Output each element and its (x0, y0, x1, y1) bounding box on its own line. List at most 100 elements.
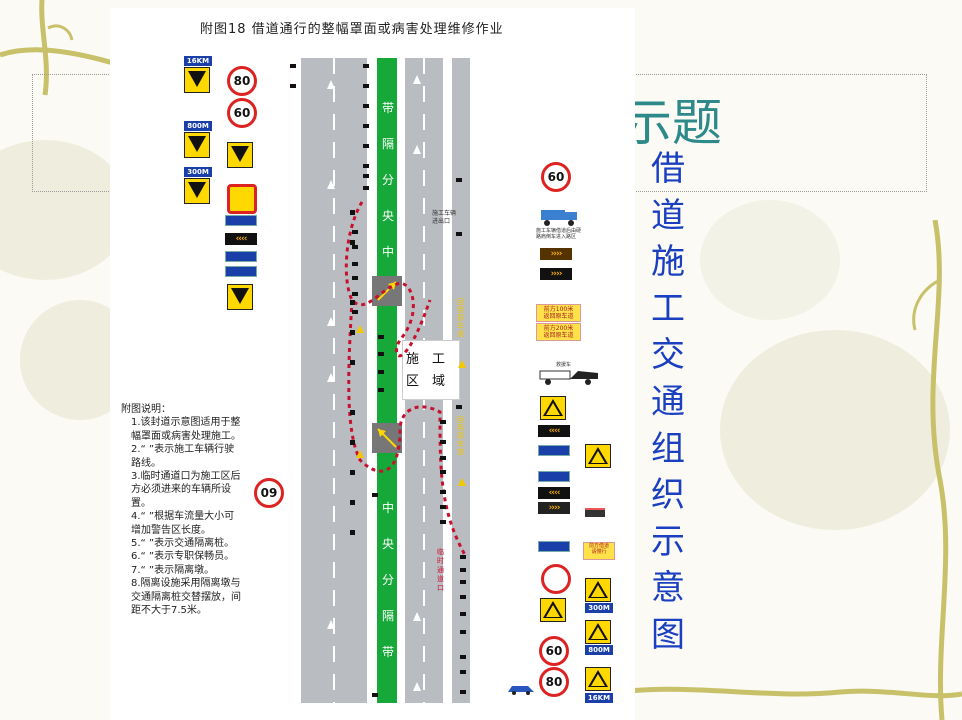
vertical-title-char: 施 (651, 242, 685, 283)
speed-limit-sign: 09 (254, 478, 284, 508)
crossover-arrow-lower (377, 428, 397, 448)
lane-arrow-white (413, 612, 421, 621)
note-item: 5.“ ”表示交通隔离桩。 (131, 538, 235, 550)
road-work-warning-sign (585, 444, 611, 468)
median-char: 中 (381, 245, 394, 259)
traffic-cone-marker (440, 440, 446, 444)
traffic-cone-marker (290, 84, 296, 88)
info-sign (225, 215, 257, 226)
speed-limit-sign: 60 (539, 636, 569, 666)
lane-arrow-yellow (458, 478, 466, 486)
lane-arrow-white (327, 317, 335, 326)
traffic-cone-marker (460, 655, 466, 659)
traffic-cone-marker (440, 470, 446, 474)
traffic-cone-marker (378, 388, 384, 392)
background-blob (0, 140, 130, 280)
vertical-title-char: 借 (651, 149, 685, 189)
road-work-sign (184, 132, 210, 158)
lane-merge-sign (227, 284, 253, 310)
work-zone-label-2: 区 域 (406, 374, 446, 389)
barrier-marker (350, 410, 355, 415)
lane-arrow-yellow (458, 360, 466, 368)
traffic-cone-marker (352, 245, 358, 249)
traffic-cone-marker (372, 693, 378, 697)
vine-decoration-left (0, 0, 121, 96)
traffic-cone-marker (460, 580, 466, 584)
traffic-cone-marker (460, 555, 466, 559)
return-lane-sign-100: 前方100米 返回原车道 (536, 304, 581, 322)
return-lane-text: 前方200米 返回原车道 (543, 325, 574, 339)
slide-title-fragment: 示题 (622, 94, 722, 152)
traffic-cone-marker (456, 178, 462, 182)
vertical-title-char: 道 (651, 195, 685, 236)
distance-plate: 16KM (585, 693, 613, 703)
traffic-cone-marker (363, 174, 369, 178)
notes-title: 附图说明： (121, 404, 171, 415)
distance-plate: 16KM (184, 56, 212, 66)
barrier-marker (350, 330, 355, 335)
lane-arrow-white (327, 180, 335, 189)
speed-limit-sign: 60 (541, 162, 571, 192)
arrow-board-icon: ›››› (538, 502, 570, 514)
barrier-marker (350, 240, 355, 245)
median-char: 中 (381, 501, 394, 515)
background-blob (700, 200, 840, 320)
traffic-cone-marker (460, 595, 466, 599)
median-label-upper: 带隔分央中 (378, 90, 398, 270)
info-sign (538, 445, 570, 456)
borrow-lane-sign: 前方借道 请慢行 (583, 542, 615, 560)
info-sign (225, 251, 257, 262)
vertical-title-char: 示 (651, 521, 685, 562)
two-way-traffic-sign (540, 396, 566, 420)
traffic-cone-marker (456, 405, 462, 409)
median-char: 隔 (381, 609, 394, 623)
vertical-title-char: 组 (651, 428, 685, 469)
traffic-cone-marker (460, 630, 466, 634)
traffic-cone-marker (460, 690, 466, 694)
background-blob (720, 330, 950, 530)
lane-arrow-white (413, 682, 421, 691)
barrier-marker (350, 360, 355, 365)
barrier-marker (350, 530, 355, 535)
lane-arrow-white (413, 75, 421, 84)
note-item: 1.该封道示意图适用于整幅罩面或病害处理施工。 (131, 417, 241, 442)
barrier-marker (350, 500, 355, 505)
vehicle-route (344, 201, 467, 556)
traffic-cone-marker (378, 335, 384, 339)
barrier-marker (350, 440, 355, 445)
traffic-cone-marker (363, 144, 369, 148)
distance-plate: 300M (184, 167, 212, 177)
vertical-title: 借道施工交通组织示意图 (646, 146, 690, 659)
return-lane-label-a: 回到原车道 (457, 298, 464, 338)
note-item: 4.“ ”根据车流量大小可增加警告区长度。 (131, 511, 235, 536)
road-work-sign (184, 178, 210, 204)
chevron-sign: ‹‹‹‹ (225, 233, 257, 245)
info-sign (225, 266, 257, 277)
traffic-cone-marker (363, 104, 369, 108)
note-item: 3.临时通道口为施工区后方必须进来的车辆所设置。 (131, 471, 241, 509)
road-work-warning-sign (585, 578, 611, 602)
arrow-board-icon: ›››› (540, 248, 572, 260)
no-u-turn-sign (541, 564, 571, 594)
vertical-title-char: 交 (651, 335, 685, 376)
vine-decoration-right (912, 220, 949, 720)
vine-decoration-bottom (600, 686, 962, 699)
road-work-warning-sign (585, 620, 611, 644)
median-char: 隔 (381, 137, 394, 151)
traffic-cone-marker (363, 84, 369, 88)
traffic-cone-marker (378, 370, 384, 374)
crossover-arrow-upper (377, 281, 397, 301)
barrier-marker (350, 210, 355, 215)
traffic-cone-marker (352, 262, 358, 266)
traffic-cone-marker (363, 124, 369, 128)
distance-plate: 800M (585, 645, 613, 655)
lane-arrow-white (327, 620, 335, 629)
traffic-cone-marker (352, 310, 358, 314)
speed-limit-sign: 60 (227, 98, 257, 128)
road-work-warning-sign (585, 667, 611, 691)
distance-plate: 800M (184, 121, 212, 131)
note-item: 6.“ ”表示专职保畅员。 (131, 551, 235, 563)
temp-access-label: 临时通道口 (437, 548, 444, 592)
traffic-cone-marker (372, 493, 378, 497)
tow-truck-label: 救援车 (556, 362, 572, 368)
